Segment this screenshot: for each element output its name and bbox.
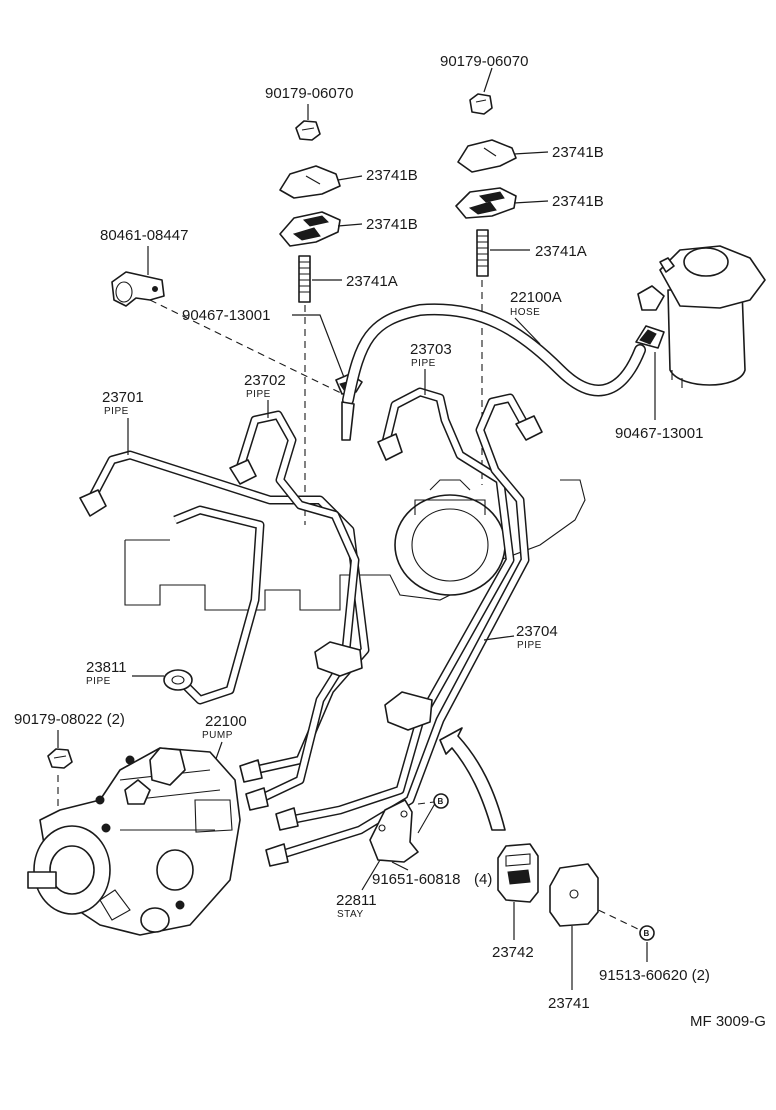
- direction-arrow: [439, 727, 506, 831]
- label-stud-left: 23741A: [346, 273, 398, 290]
- label-nut-pump: 90179-08022 (2): [14, 711, 125, 728]
- fuel-hose: [341, 303, 646, 441]
- label-bracket: 80461-08447: [100, 227, 188, 244]
- label-pipe-23703: 23703: [410, 341, 452, 358]
- fuel-filter: [637, 245, 766, 388]
- stay-bolt: B: [433, 793, 449, 809]
- pipe-fittings: [79, 415, 543, 867]
- label-screw: 91513-60620 (2): [599, 967, 710, 984]
- clamp-lower-left: [279, 211, 341, 247]
- pipe-clamp-upper: [314, 641, 363, 677]
- screw: B: [639, 925, 655, 941]
- label-pipe-23811: 23811: [86, 659, 127, 676]
- screw-mark: B: [644, 929, 650, 938]
- label-clamp-lower-left: 23741B: [366, 216, 418, 233]
- label-pipe-23704: 23704: [516, 623, 558, 640]
- label-pipe-23811-name: PIPE: [86, 676, 111, 687]
- label-clamp-upper-right: 23741B: [552, 144, 604, 161]
- clamp-23742: [497, 843, 539, 903]
- injection-pump: [27, 747, 241, 936]
- hose-clip-right: [635, 325, 665, 349]
- nut-top-left: [295, 120, 321, 141]
- label-pump-part: 22100: [205, 713, 247, 730]
- label-pipe-23701-name: PIPE: [104, 406, 129, 417]
- label-stay-part: 22811: [336, 892, 377, 909]
- stay-bracket: [369, 799, 419, 863]
- label-clamp-upper-left: 23741B: [366, 167, 418, 184]
- clamp-lower-right: [455, 187, 517, 219]
- nut-pump: [47, 748, 73, 769]
- stud-left: [298, 255, 311, 303]
- figure-code: MF 3009-G: [690, 1013, 766, 1030]
- label-hose-clip-right: 90467-13001: [615, 425, 703, 442]
- label-stay-name: STAY: [337, 909, 364, 920]
- pipe-clamp-lower: [384, 691, 433, 731]
- clamp-23741: [549, 863, 599, 927]
- injection-pipes: [88, 387, 530, 860]
- label-pipe-23704-name: PIPE: [517, 640, 542, 651]
- label-nut-top-left: 90179-06070: [265, 85, 353, 102]
- nut-top-right: [469, 93, 493, 115]
- label-pipe-23702: 23702: [244, 372, 286, 389]
- label-pump-name: PUMP: [202, 730, 233, 741]
- label-hose-part: 22100A: [510, 289, 562, 306]
- label-stay-bolt: 91651-60818: [372, 871, 460, 888]
- label-clamp-23741: 23741: [548, 995, 590, 1012]
- label-pipe-23701: 23701: [102, 389, 144, 406]
- stay-bolt-mark: B: [438, 797, 444, 806]
- bracket: [111, 271, 165, 307]
- label-pipe-23702-name: PIPE: [246, 389, 271, 400]
- label-clamp-23742: 23742: [492, 944, 534, 961]
- label-stay-bolt-qty: (4): [474, 871, 492, 888]
- label-stud-right: 23741A: [535, 243, 587, 260]
- label-hose-name: HOSE: [510, 307, 540, 318]
- label-clamp-lower-right: 23741B: [552, 193, 604, 210]
- label-nut-top-right: 90179-06070: [440, 53, 528, 70]
- clamp-upper-right: [457, 139, 517, 173]
- stud-right: [476, 229, 489, 277]
- engine-block: [124, 479, 586, 611]
- label-hose-clip-left: 90467-13001: [182, 307, 270, 324]
- label-pipe-23703-name: PIPE: [411, 358, 436, 369]
- clamp-upper-left: [279, 165, 341, 199]
